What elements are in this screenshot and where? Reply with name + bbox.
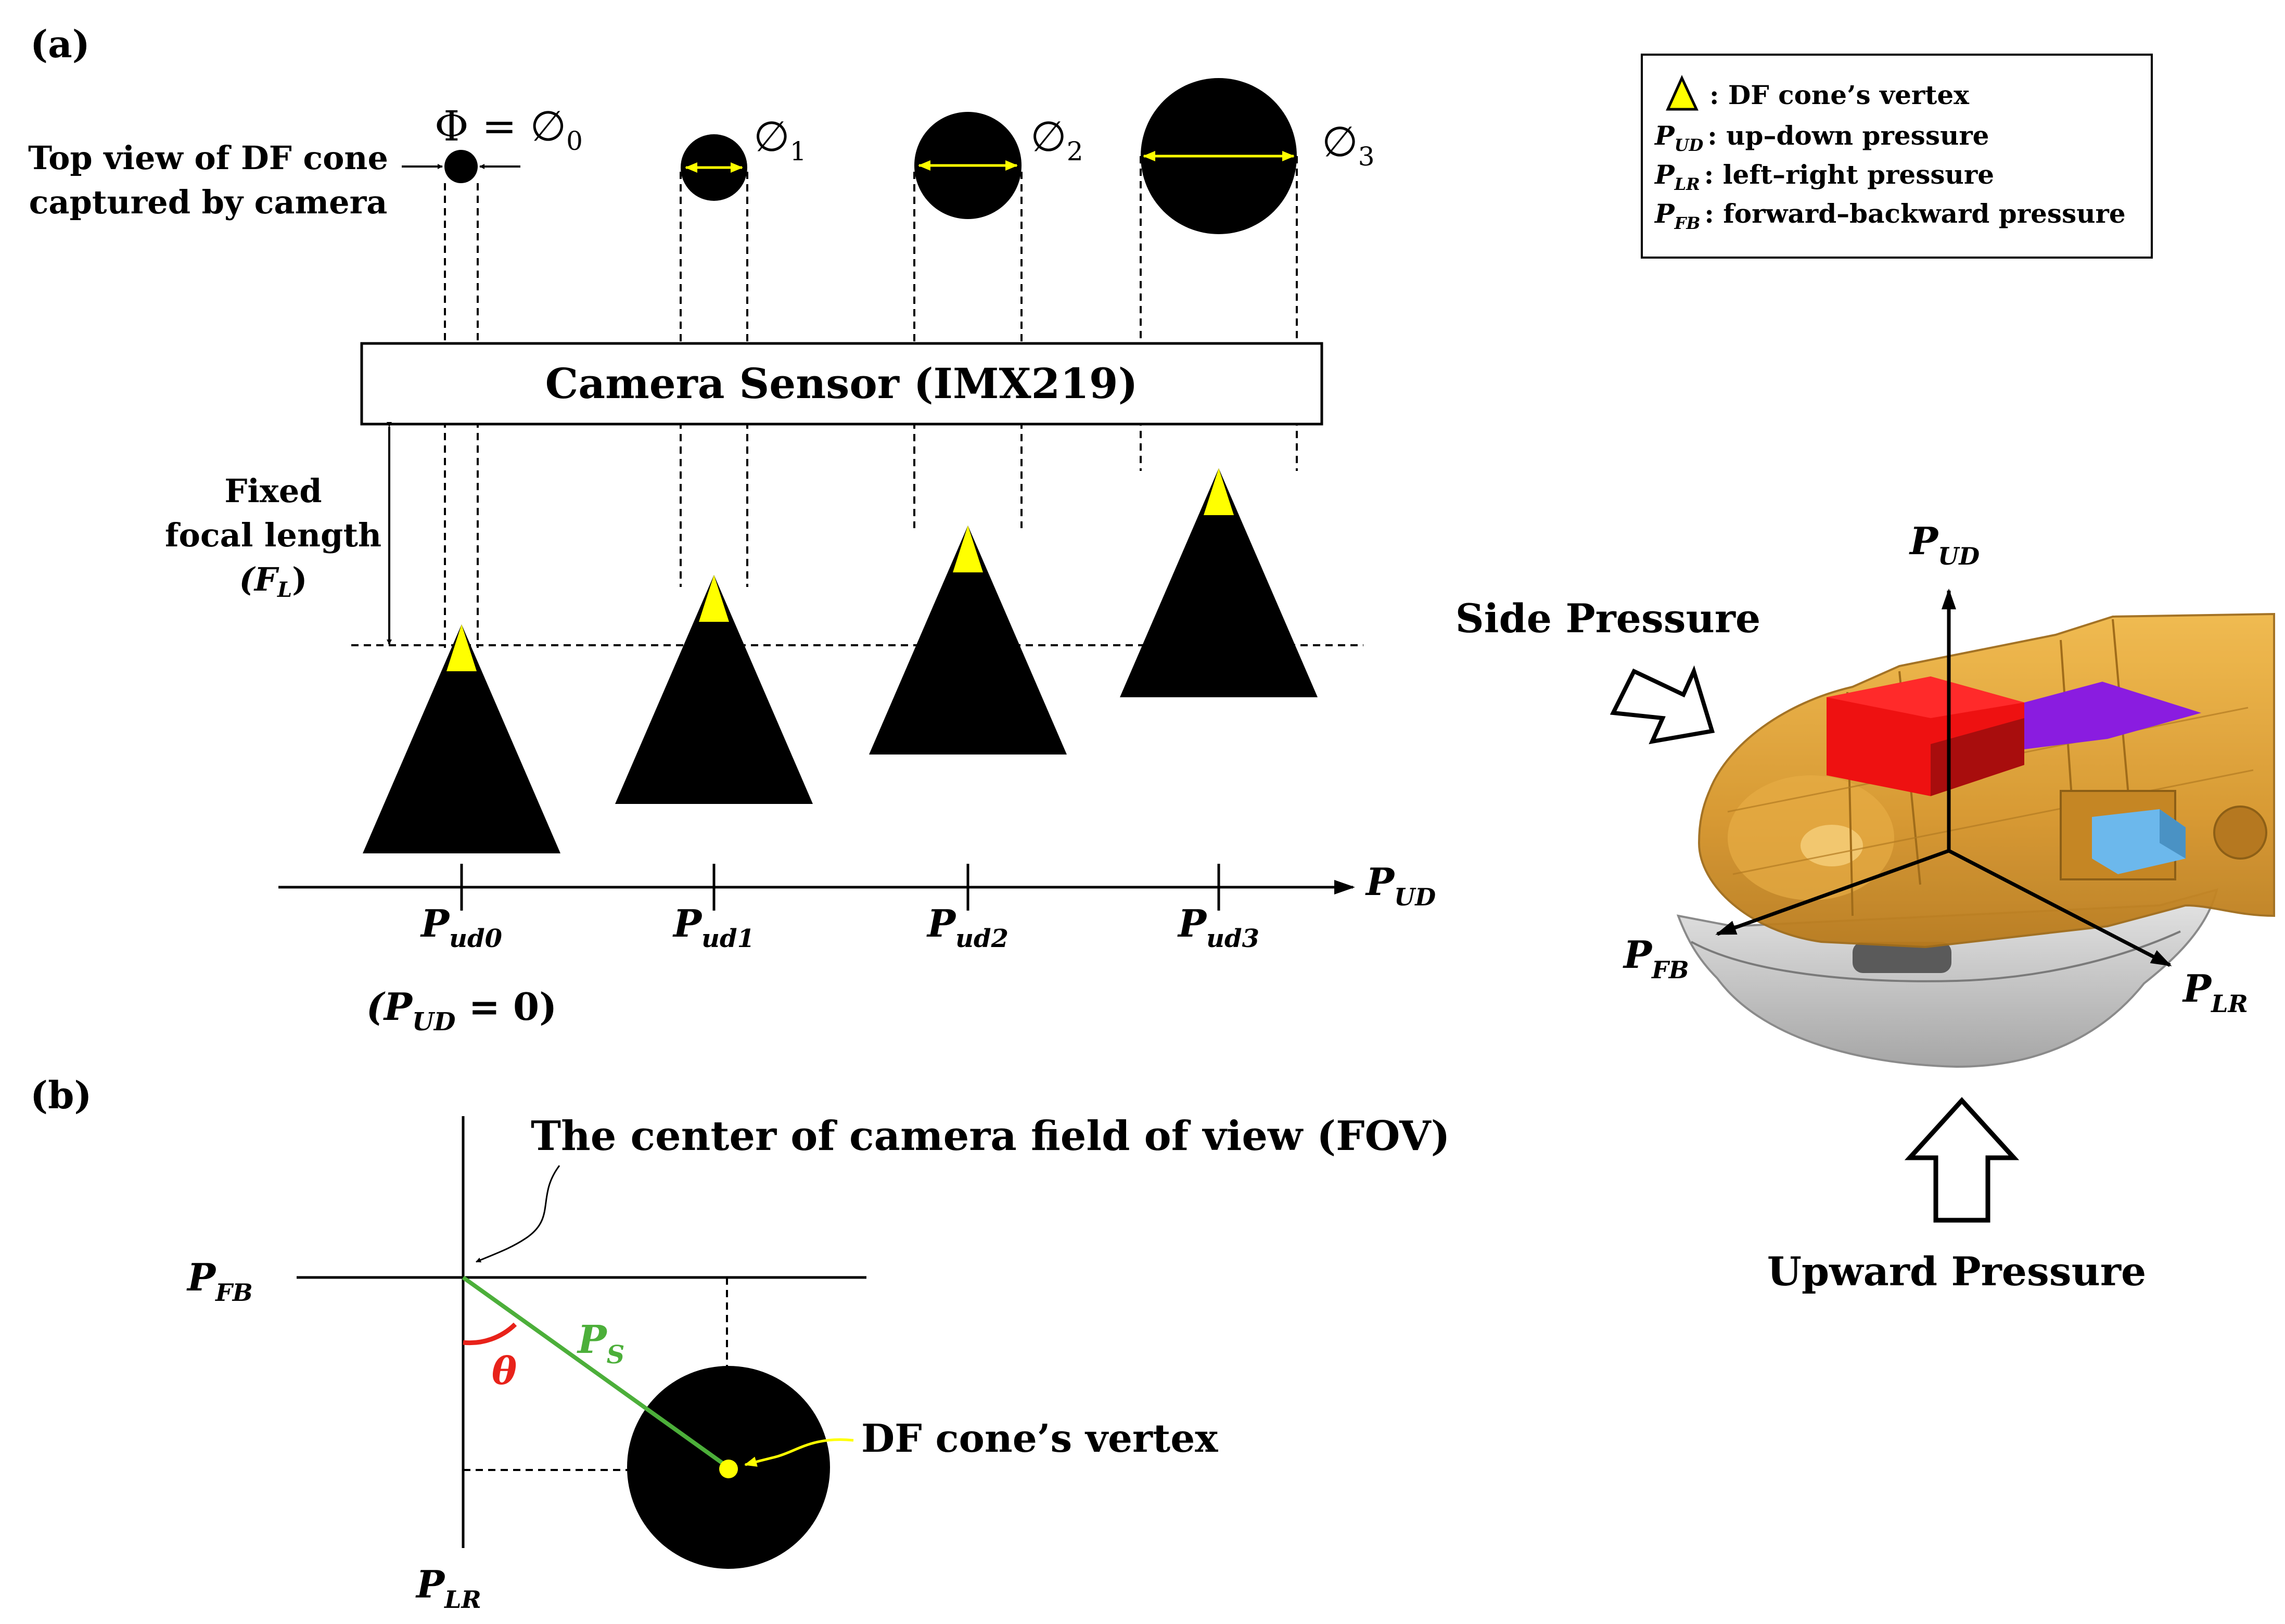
panel-b: PFB PLR PS θ The center of camera field …: [186, 1112, 1450, 1614]
tick-label-3: Pud3: [1177, 901, 1259, 953]
tick-label-0: Pud0: [420, 901, 502, 953]
cone-2: [869, 526, 1067, 755]
probe-purple-block: [2024, 682, 2201, 749]
cone-2-vertex: [953, 526, 983, 572]
pud-axis-label: PUD: [1365, 860, 1436, 911]
focal-label-line3: (FL): [239, 560, 308, 602]
fov-label: The center of camera field of view (FOV): [531, 1112, 1450, 1160]
axis-plr-3d: [1948, 849, 2172, 967]
pfb-label-b: PFB: [186, 1255, 253, 1307]
legend-vertex-triangle: [1666, 74, 1699, 111]
theta-label: θ: [492, 1349, 517, 1393]
pud-ticks: [460, 864, 1220, 911]
legend-plr-row: PLR: left–right pressure: [1654, 159, 1994, 194]
cone-3-vertex: [1204, 468, 1234, 515]
diameter-label-2: ∅2: [1030, 112, 1083, 167]
topview-label-line2: captured by camera: [29, 183, 388, 221]
legend-box: : DF cone’s vertex PUD: up–down pressure…: [1641, 54, 2153, 259]
camera-sensor-label: Camera Sensor (IMX219): [545, 359, 1138, 408]
legend-vertex-text: : DF cone’s vertex: [1709, 80, 1970, 110]
cone-0-vertex: [446, 624, 477, 671]
diameter-label-1: ∅1: [754, 112, 807, 167]
diameter-label-3: ∅3: [1322, 118, 1375, 172]
axis-pfb-3d: [1715, 849, 1950, 936]
side-pressure-arrow: [1610, 665, 1715, 745]
label-pfb-3d: PFB: [1623, 932, 1689, 984]
label-plr-3d: PLR: [2182, 966, 2248, 1018]
topview-circle-0: [444, 150, 478, 183]
theta-arc: [463, 1322, 517, 1346]
ps-label: PS: [577, 1318, 624, 1370]
probe-3d-model: PUD PFB PLR Side Pressure Upward Pressur…: [1456, 519, 2275, 1295]
panel-b-label: (b): [30, 1073, 92, 1117]
vertex-label-b: DF cone’s vertex: [861, 1416, 1218, 1461]
panel-a-label: (a): [30, 22, 90, 66]
legend-pfb-row: PFB: forward–backward pressure: [1654, 198, 2126, 233]
cone-0: [363, 624, 560, 853]
cone-1: [615, 575, 813, 804]
upward-pressure-label: Upward Pressure: [1767, 1248, 2147, 1295]
focal-label-line2: focal length: [165, 516, 381, 554]
panel-a: Top view of DF cone captured by camera Φ…: [28, 78, 1436, 1037]
ps-vector: [462, 1275, 729, 1468]
focal-label-line1: Fixed: [224, 472, 322, 510]
vertex-point-b: [719, 1460, 738, 1478]
vertex-pointer: [744, 1438, 854, 1467]
legend-pud-row: PUD: up–down pressure: [1654, 120, 1989, 155]
upward-pressure-arrow: [1904, 1097, 2020, 1223]
topview-label-line1: Top view of DF cone: [28, 139, 388, 177]
cone-1-vertex: [699, 575, 729, 622]
camera-sensor-box: [360, 342, 1323, 426]
pud-zero-label: (PUD = 0): [366, 984, 557, 1037]
phi-label: Φ = ∅0: [435, 102, 583, 156]
fov-pointer: [476, 1165, 560, 1263]
tick-label-1: Pud1: [672, 901, 755, 953]
tick-label-2: Pud2: [926, 901, 1009, 953]
cone-3: [1120, 468, 1318, 697]
plr-label-b: PLR: [415, 1562, 481, 1614]
label-pud-3d: PUD: [1909, 519, 1980, 570]
side-pressure-label: Side Pressure: [1456, 595, 1760, 642]
